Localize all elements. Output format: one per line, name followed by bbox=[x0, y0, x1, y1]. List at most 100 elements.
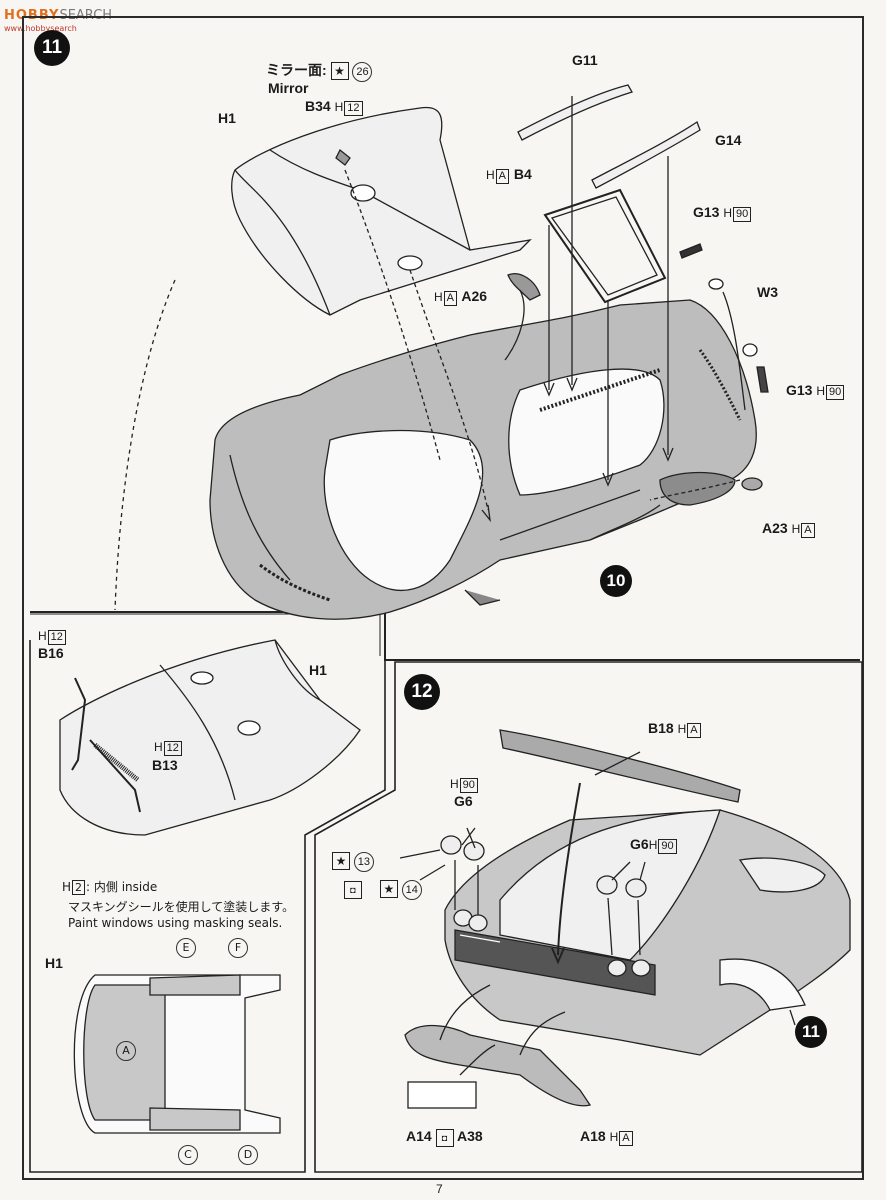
b34-h: H bbox=[334, 100, 344, 114]
part-g13-top bbox=[679, 243, 703, 259]
note-h: H bbox=[62, 880, 72, 894]
b4-h: H bbox=[486, 168, 495, 182]
mask-marker-f: F bbox=[228, 938, 248, 958]
note-jp: マスキングシールを使用して塗装します。 bbox=[68, 900, 295, 914]
label-a14-a38: A14 ◘ A38 bbox=[406, 1128, 483, 1147]
a26-text: A26 bbox=[461, 288, 488, 304]
a38-text: A38 bbox=[456, 1128, 483, 1144]
mask-marker-d: D bbox=[238, 1145, 258, 1165]
a14-text: A14 bbox=[406, 1128, 432, 1144]
a18-h: H bbox=[609, 1130, 619, 1144]
star-paint-icon: ★ bbox=[332, 852, 350, 870]
g6a-h: H bbox=[450, 777, 459, 791]
a26-h: H bbox=[434, 290, 443, 304]
b4-box: A bbox=[495, 169, 510, 184]
a23-text: A23 bbox=[762, 520, 788, 536]
ref-step-10-badge: 10 bbox=[600, 565, 632, 597]
a18-text: A18 bbox=[580, 1128, 606, 1144]
lights-g6 bbox=[440, 835, 651, 977]
watermark-brand: HOBBY bbox=[4, 8, 60, 23]
paint-number-26: 26 bbox=[352, 62, 373, 82]
b18-text: B18 bbox=[648, 720, 674, 736]
g13a-h: H bbox=[723, 206, 733, 220]
step-11-badge: 11 bbox=[34, 30, 70, 66]
b34-text: B34 bbox=[305, 98, 331, 114]
mask-marker-c: C bbox=[178, 1145, 198, 1165]
part-g11 bbox=[517, 84, 633, 141]
g6a-box: 90 bbox=[459, 778, 478, 793]
label-paint-13: ★ 13 bbox=[332, 852, 374, 872]
car-body-step11 bbox=[209, 299, 757, 620]
g13b-text: G13 bbox=[786, 382, 813, 398]
part-a14 bbox=[407, 1081, 477, 1109]
mask-marker-a: A bbox=[116, 1041, 136, 1061]
step12-panel bbox=[314, 661, 863, 1173]
b16-h: H bbox=[38, 629, 47, 643]
star-paint-icon: ★ bbox=[379, 880, 398, 898]
mirror-label: ミラー面: ★ 26 bbox=[266, 60, 373, 82]
b13-h: H bbox=[154, 740, 163, 754]
part-a18 bbox=[404, 1024, 592, 1107]
engine-cover-h1 bbox=[231, 106, 532, 316]
b4-text: B4 bbox=[513, 166, 532, 182]
page-number: 7 bbox=[436, 1182, 443, 1196]
checker-paint-icon: ◘ bbox=[435, 1129, 454, 1147]
paint-number-14: 14 bbox=[401, 880, 422, 900]
label-g14: G14 bbox=[715, 132, 742, 148]
part-g13-side bbox=[756, 366, 769, 393]
a26-box: A bbox=[443, 291, 458, 306]
note-inside-text: : 内側 inside bbox=[86, 880, 158, 894]
label-g6a: G6 bbox=[454, 793, 473, 809]
g13a-text: G13 bbox=[693, 204, 720, 220]
g6b-box: 90 bbox=[658, 839, 677, 854]
part-a23 bbox=[741, 477, 763, 491]
checker-paint-icon: ◘ bbox=[344, 881, 362, 899]
detail-cover-h1 bbox=[59, 639, 361, 836]
star-paint-icon: ★ bbox=[330, 62, 349, 80]
step-12-badge: 12 bbox=[404, 674, 440, 710]
detail-panel bbox=[29, 640, 386, 1173]
mask-title-h1: H1 bbox=[45, 955, 63, 971]
part-b4 bbox=[543, 188, 667, 304]
mask-marker-e: E bbox=[176, 938, 196, 958]
watermark: HOBBYSEARCH www.hobbysearch bbox=[4, 4, 112, 33]
g6b-text: G6 bbox=[630, 836, 649, 852]
label-h1: H1 bbox=[218, 110, 236, 126]
a18-box: A bbox=[619, 1131, 633, 1146]
label-detail-h1: H1 bbox=[309, 662, 327, 678]
part-b18 bbox=[499, 729, 741, 803]
label-paint-14: ◘ ★ 14 bbox=[344, 880, 422, 900]
part-a26 bbox=[507, 273, 541, 301]
page-frame bbox=[22, 16, 864, 1180]
mask-diagram-h1 bbox=[73, 974, 281, 1134]
b34-box: 12 bbox=[344, 101, 363, 116]
b18-h: H bbox=[677, 722, 687, 736]
label-b16: B16 bbox=[38, 645, 64, 661]
note-h-box: 2 bbox=[72, 880, 86, 895]
note-en: Paint windows using masking seals. bbox=[68, 916, 283, 930]
watermark-suffix: SEARCH bbox=[59, 8, 113, 23]
label-g11: G11 bbox=[572, 52, 598, 68]
divider-step11 bbox=[30, 611, 860, 661]
ref-step-11-badge: 11 bbox=[795, 1016, 827, 1048]
b13-box: 12 bbox=[163, 741, 182, 756]
g13b-h: H bbox=[816, 384, 826, 398]
b16-box: 12 bbox=[47, 630, 66, 645]
a23-h: H bbox=[791, 522, 801, 536]
paint-number-13: 13 bbox=[353, 852, 374, 872]
mirror-en: Mirror bbox=[268, 80, 309, 96]
b18-box: A bbox=[687, 723, 701, 738]
